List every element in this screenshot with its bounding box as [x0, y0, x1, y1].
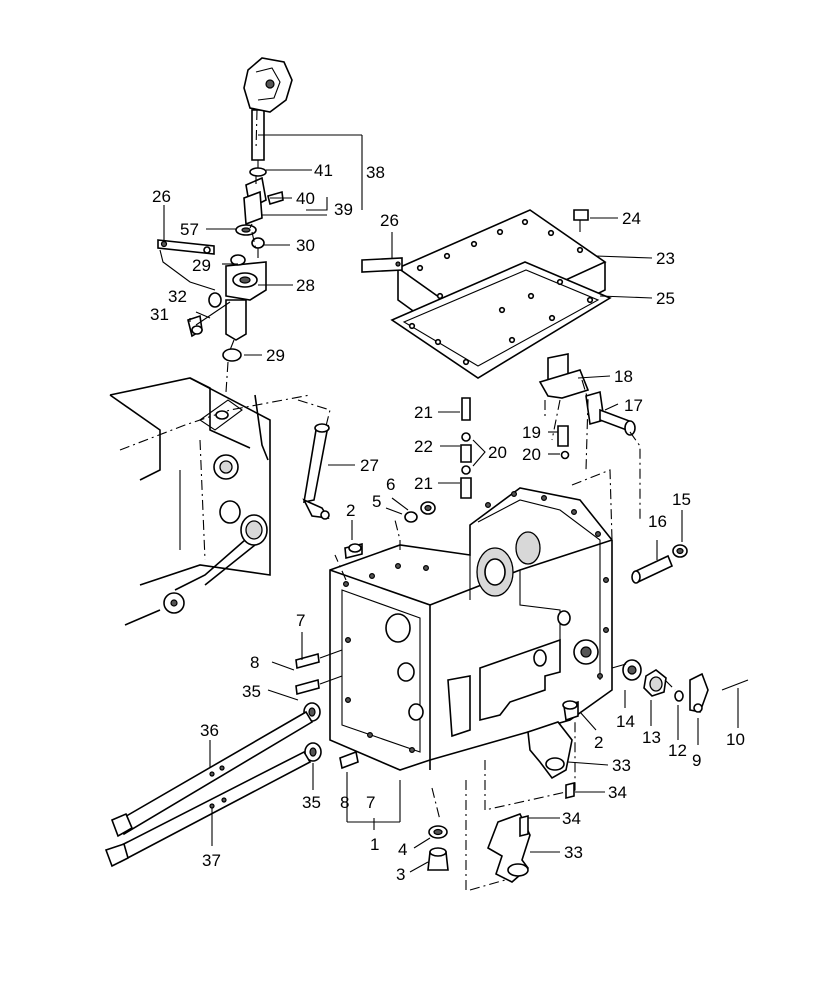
callout-35-lower: 35: [302, 793, 321, 812]
callout-21-upper: 21: [414, 403, 433, 422]
left-lever-tower: [157, 237, 267, 393]
callout-12: 12: [668, 741, 687, 760]
callout-30: 30: [296, 236, 315, 255]
callout-24: 24: [622, 209, 641, 228]
callout-labels: 41 38 40 39 26 57 30 29 28 32 31 29 26 2…: [150, 161, 745, 884]
right-hardware: [344, 501, 749, 722]
callout-35-upper: 35: [242, 682, 261, 701]
callout-4: 4: [398, 840, 407, 859]
callout-2-upper: 2: [346, 501, 355, 520]
callout-41: 41: [314, 161, 333, 180]
callout-20-b: 20: [522, 445, 541, 464]
callout-8-upper: 8: [250, 653, 259, 672]
case-bolt-holes: [343, 491, 609, 753]
callout-22: 22: [414, 437, 433, 456]
callout-5: 5: [372, 492, 381, 511]
callout-21-lower: 21: [414, 474, 433, 493]
callout-7-lower: 7: [366, 793, 375, 812]
rear-housing-fragment: [109, 377, 311, 626]
transmission-case: [329, 487, 613, 771]
callout-23: 23: [656, 249, 675, 268]
shift-forks-lower: [487, 721, 575, 883]
dowels-and-seals: [295, 649, 359, 770]
shift-lever-assembly: [235, 57, 293, 236]
callout-3: 3: [396, 865, 405, 884]
shift-forks-upper: [538, 353, 636, 441]
callout-37: 37: [202, 851, 221, 870]
detent-parts: [460, 397, 570, 499]
cover-bolt-holes: [408, 218, 594, 366]
callout-26-right: 26: [380, 211, 399, 230]
phantom-outlines: [297, 379, 641, 891]
callout-39: 39: [334, 200, 353, 219]
callout-1: 1: [370, 835, 379, 854]
callout-16: 16: [648, 512, 667, 531]
lever-27: [302, 423, 330, 520]
callout-27: 27: [360, 456, 379, 475]
callout-40: 40: [296, 189, 315, 208]
callout-31: 31: [150, 305, 169, 324]
callout-29-lower: 29: [266, 346, 285, 365]
callout-38: 38: [366, 163, 385, 182]
callout-9: 9: [692, 751, 701, 770]
callout-14: 14: [616, 712, 635, 731]
callout-18: 18: [614, 367, 633, 386]
leader-lines: [163, 134, 739, 873]
callout-34-lower: 34: [562, 809, 581, 828]
callout-13: 13: [642, 728, 661, 747]
callout-28: 28: [296, 276, 315, 295]
callout-6: 6: [386, 475, 395, 494]
callout-32: 32: [168, 287, 187, 306]
callout-8-lower: 8: [340, 793, 349, 812]
callout-15: 15: [672, 490, 691, 509]
callout-34-upper: 34: [608, 783, 627, 802]
callout-10: 10: [726, 730, 745, 749]
callout-17: 17: [624, 396, 643, 415]
callout-26-left: 26: [152, 187, 171, 206]
callout-36: 36: [200, 721, 219, 740]
callout-20-a: 20: [488, 443, 507, 462]
callout-25: 25: [656, 289, 675, 308]
shift-rods: [104, 710, 314, 868]
drain-plugs: [427, 825, 449, 871]
callout-19: 19: [522, 423, 541, 442]
callout-29-upper: 29: [192, 256, 211, 275]
callout-7-upper: 7: [296, 611, 305, 630]
top-cover-assembly: [361, 209, 612, 379]
callout-57: 57: [180, 220, 199, 239]
callout-33-lower: 33: [564, 843, 583, 862]
callout-2-lower: 2: [594, 733, 603, 752]
callout-33-upper: 33: [612, 756, 631, 775]
